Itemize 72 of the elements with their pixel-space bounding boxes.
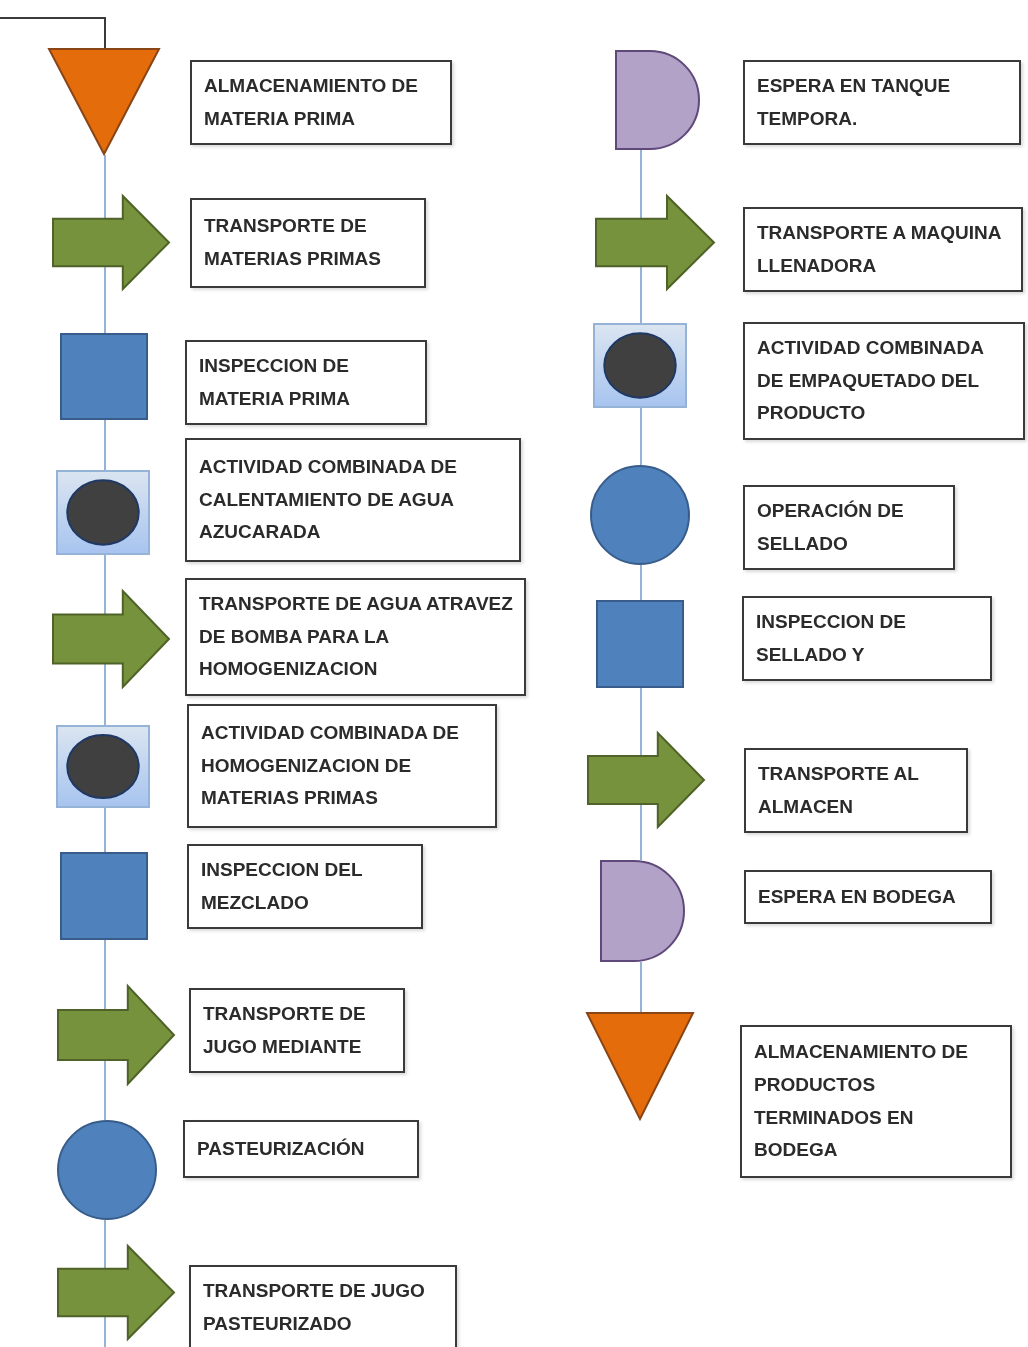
step-label-box xyxy=(743,485,955,571)
step-label-box xyxy=(189,1265,457,1347)
connector-line xyxy=(0,17,106,49)
step-label-box xyxy=(185,438,521,562)
connector-line xyxy=(640,687,642,757)
step-label: INSPECCION DE MATERIA PRIMA xyxy=(199,354,351,411)
step-label: INSPECCION DEL MEZCLADO xyxy=(201,858,364,915)
step-label: TRANSPORTE DE JUGO MEDIANTE xyxy=(203,1002,367,1059)
step-label: TRANSPORTE DE MATERIAS PRIMAS xyxy=(204,214,382,271)
step-label-box xyxy=(187,704,497,828)
step-label: ACTIVIDAD COMBINADA DE CALENTAMIENTO DE AGUA AZUCARADA xyxy=(199,455,458,545)
storage-triangle xyxy=(48,48,160,155)
transport-symbol xyxy=(52,590,170,688)
connector-line xyxy=(104,265,106,334)
step-label-box xyxy=(185,340,427,426)
transport-symbol xyxy=(595,195,715,290)
transport-symbol xyxy=(587,732,705,828)
transport-symbol xyxy=(57,1245,175,1340)
connector-line xyxy=(104,419,106,471)
step-label: TRANSPORTE A MAQUINA LLENADORA xyxy=(757,221,1002,278)
transport-symbol xyxy=(57,985,175,1085)
operation-circle xyxy=(590,465,690,565)
combined-activity-symbol xyxy=(56,470,150,555)
connector-line xyxy=(640,961,642,1013)
step-label: ESPERA EN BODEGA xyxy=(758,884,957,909)
step-label-box xyxy=(190,60,452,146)
step-label: ACTIVIDAD COMBINADA DE EMPAQUETADO DEL PRODUCTO xyxy=(757,336,985,426)
step-label-box xyxy=(183,1120,419,1178)
connector-line xyxy=(104,1315,106,1347)
connector-line xyxy=(640,564,642,601)
connector-line xyxy=(640,265,642,324)
transport-symbol xyxy=(52,195,170,290)
inspection-square xyxy=(596,600,684,688)
step-label-box xyxy=(187,844,423,930)
step-label: TRANSPORTE DE AGUA ATRAVEZ DE BOMBA PARA LA HOMOGENIZACION xyxy=(199,592,514,682)
step-label-box xyxy=(742,596,992,682)
step-label-box xyxy=(743,207,1023,293)
step-label: ALMACENAMIENTO DE MATERIA PRIMA xyxy=(204,74,419,131)
step-label-box xyxy=(189,988,405,1074)
connector-line xyxy=(104,939,106,1011)
connector-line xyxy=(104,154,106,220)
connector-line xyxy=(640,803,642,861)
step-label: ACTIVIDAD COMBINADA DE HOMOGENIZACION DE MATERIAS PRIMAS xyxy=(201,721,460,811)
delay-symbol xyxy=(600,860,685,962)
delay-symbol xyxy=(615,50,700,150)
step-label-box xyxy=(744,748,968,834)
step-label-box xyxy=(185,578,526,696)
inspection-square xyxy=(60,852,148,940)
step-label-box xyxy=(743,60,1021,146)
combined-activity-symbol xyxy=(593,323,687,408)
step-label: ESPERA EN TANQUE TEMPORA. xyxy=(757,74,952,131)
step-label-box xyxy=(740,1025,1012,1178)
connector-line xyxy=(640,407,642,466)
step-label-box xyxy=(190,198,426,288)
combined-activity-symbol xyxy=(56,725,150,808)
operation-circle xyxy=(57,1120,157,1220)
inspection-square xyxy=(60,333,148,420)
step-label: OPERACIÓN DE SELLADO xyxy=(757,499,905,556)
connector-line xyxy=(104,807,106,853)
connector-line xyxy=(104,554,106,616)
step-label-box xyxy=(743,322,1025,440)
connector-line xyxy=(104,662,106,726)
connector-line xyxy=(104,1059,106,1121)
storage-triangle xyxy=(586,1012,694,1120)
step-label: TRANSPORTE AL ALMACEN xyxy=(758,762,920,819)
step-label: TRANSPORTE DE JUGO PASTEURIZADO xyxy=(203,1279,426,1336)
connector-line xyxy=(640,149,642,220)
step-label: INSPECCION DE SELLADO Y xyxy=(756,610,907,667)
step-label: PASTEURIZACIÓN xyxy=(197,1136,366,1161)
connector-line xyxy=(104,1219,106,1270)
step-label-box xyxy=(744,870,992,924)
step-label: ALMACENAMIENTO DE PRODUCTOS TERMINADOS EN BODEGA xyxy=(754,1040,969,1163)
